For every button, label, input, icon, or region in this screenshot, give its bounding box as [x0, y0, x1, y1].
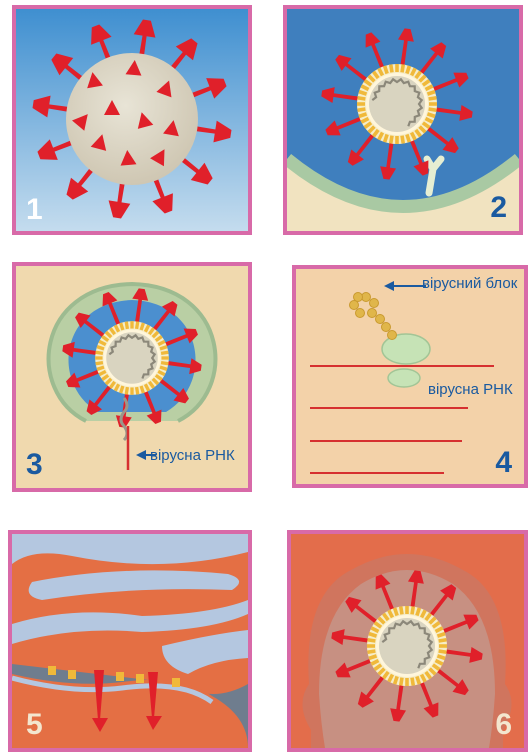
virus-assembly-illustration — [12, 534, 248, 748]
viral-protein-synthesis-illustration — [296, 269, 524, 484]
virus-particle-illustration — [16, 9, 248, 231]
step-number: 5 — [26, 710, 43, 740]
step-5-panel: 5 — [8, 530, 252, 752]
step-4-panel: вірусний блок вірусна РНК 4 — [292, 265, 528, 488]
viral-rna-label: вірусна РНК — [150, 448, 235, 464]
step-number: 6 — [495, 710, 512, 740]
viral-block-label: вірусний блок — [422, 276, 517, 292]
step-1-panel: 1 — [12, 5, 252, 235]
viral-rna-label: вірусна РНК — [428, 382, 513, 398]
step-number: 1 — [26, 195, 43, 225]
virus-attachment-illustration — [287, 9, 519, 231]
step-6-panel: 6 — [287, 530, 528, 752]
step-3-panel: вірусна РНК 3 — [12, 262, 252, 492]
step-2-panel: 2 — [283, 5, 523, 235]
step-number: 3 — [26, 450, 43, 480]
step-number: 2 — [490, 193, 507, 223]
step-number: 4 — [495, 448, 512, 478]
virus-budding-illustration — [291, 534, 524, 748]
